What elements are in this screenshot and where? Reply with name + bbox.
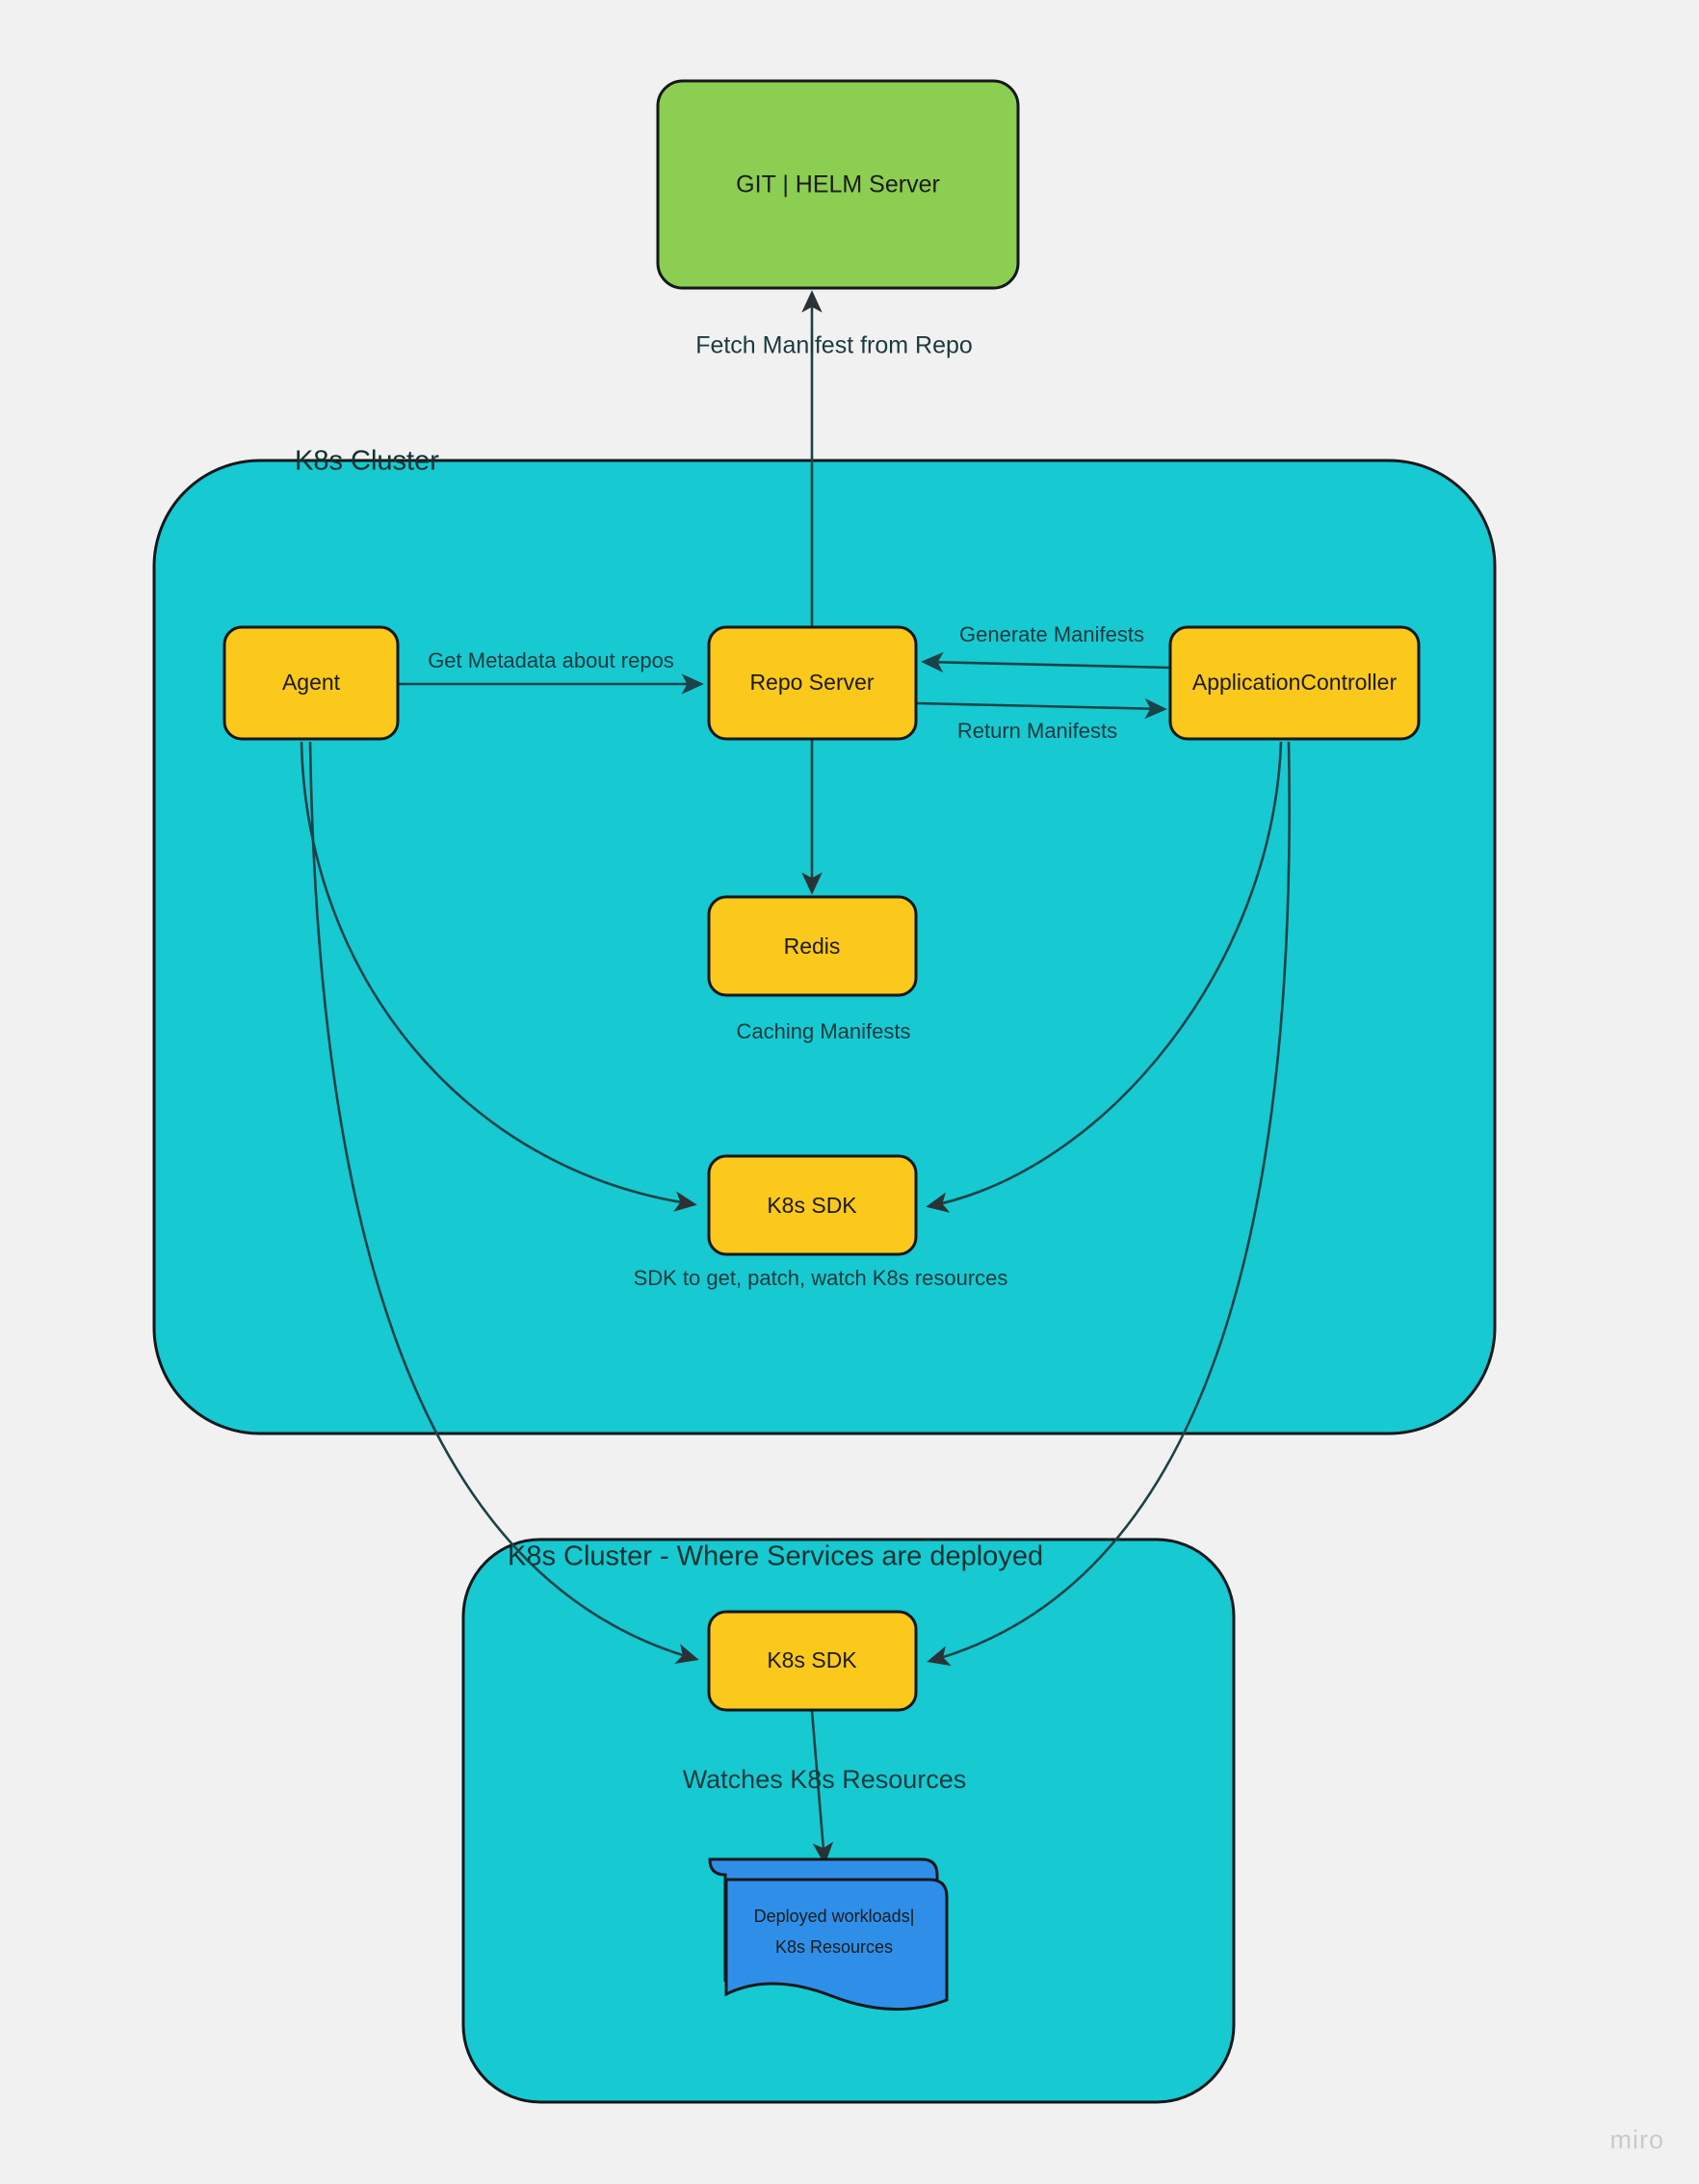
deployed-workloads-label-line2: K8s Resources — [775, 1937, 893, 1957]
deployed-workloads-label-line1: Deployed workloads| — [754, 1907, 915, 1926]
edge-label-fetch-manifest: Fetch Manifest from Repo — [695, 332, 973, 359]
deployed-workloads-front-sheet[interactable] — [724, 1878, 949, 2012]
k8s-sdk-lower-label: K8s SDK — [767, 1647, 857, 1672]
edge-agent-to-k8s-sdk-lower — [308, 741, 699, 1665]
edge-repo-server-to-git-helm-server: Fetch Manifest from Repo — [695, 290, 973, 627]
edge-line-agent-sdk-lower — [308, 741, 699, 1665]
node-agent[interactable]: Agent — [222, 625, 400, 741]
application-controller-label: ApplicationController — [1192, 670, 1398, 695]
edge-agent-to-repo-server: Get Metadata about repos — [398, 648, 704, 695]
edge-line-appcontroller-sdk-lower — [927, 741, 1291, 1667]
agent-label: Agent — [282, 670, 341, 695]
edge-appcontroller-to-k8s-sdk-lower — [927, 741, 1291, 1667]
edge-line-generate-manifests — [921, 651, 1171, 673]
application-controller-box[interactable] — [1168, 625, 1421, 741]
edge-k8s-sdk-lower-to-workloads: Watches K8s Resources — [683, 1710, 967, 1865]
git-helm-server-label: GIT | HELM Server — [736, 171, 940, 198]
redis-label: Redis — [784, 934, 841, 959]
node-deployed-workloads[interactable]: Deployed workloads| K8s Resources — [708, 1857, 949, 2012]
edge-appcontroller-to-k8s-sdk-upper: SDK to get, patch, watch K8s resources — [634, 741, 1283, 1290]
edge-repo-server-to-redis: Caching Manifests — [737, 739, 911, 1043]
edge-label-generate-manifests: Generate Manifests — [959, 622, 1144, 646]
node-repo-server[interactable]: Repo Server — [707, 625, 918, 741]
edge-label-watches-resources: Watches K8s Resources — [683, 1765, 967, 1794]
k8s-cluster-services-boundary[interactable] — [461, 1538, 1236, 2104]
k8s-sdk-upper-box[interactable] — [707, 1154, 918, 1256]
edge-line-appcontroller-sdk-upper — [926, 741, 1283, 1213]
node-k8s-sdk-lower[interactable]: K8s SDK — [707, 1610, 918, 1712]
k8s-cluster-title: K8s Cluster — [295, 446, 439, 477]
git-helm-server-box[interactable] — [656, 79, 1020, 290]
k8s-cluster-services-title: K8s Cluster - Where Services are deploye… — [508, 1541, 1043, 1572]
miro-watermark: miro — [1609, 2125, 1664, 2154]
edge-label-return-manifests: Return Manifests — [957, 719, 1117, 743]
k8s-sdk-lower-box[interactable] — [707, 1610, 918, 1712]
edge-appcontroller-to-repo-server: Generate Manifests — [921, 622, 1171, 673]
group-k8s-cluster-services[interactable]: K8s Cluster - Where Services are deploye… — [461, 1538, 1236, 2104]
edge-line-return-manifests — [916, 697, 1167, 720]
repo-server-label: Repo Server — [749, 670, 874, 695]
edge-label-sdk-description: SDK to get, patch, watch K8s resources — [634, 1266, 1008, 1290]
node-redis[interactable]: Redis — [707, 895, 918, 997]
k8s-sdk-upper-label: K8s SDK — [767, 1193, 857, 1218]
agent-box[interactable] — [222, 625, 400, 741]
node-k8s-sdk-upper[interactable]: K8s SDK — [707, 1154, 918, 1256]
edge-label-caching-manifests: Caching Manifests — [737, 1019, 911, 1043]
edge-repo-server-to-appcontroller: Return Manifests — [916, 697, 1167, 743]
redis-box[interactable] — [707, 895, 918, 997]
edge-line-watches-resources — [810, 1710, 834, 1865]
node-application-controller[interactable]: ApplicationController — [1168, 625, 1421, 741]
node-git-helm-server[interactable]: GIT | HELM Server — [656, 79, 1020, 290]
edge-label-get-metadata: Get Metadata about repos — [428, 648, 674, 672]
repo-server-box[interactable] — [707, 625, 918, 741]
